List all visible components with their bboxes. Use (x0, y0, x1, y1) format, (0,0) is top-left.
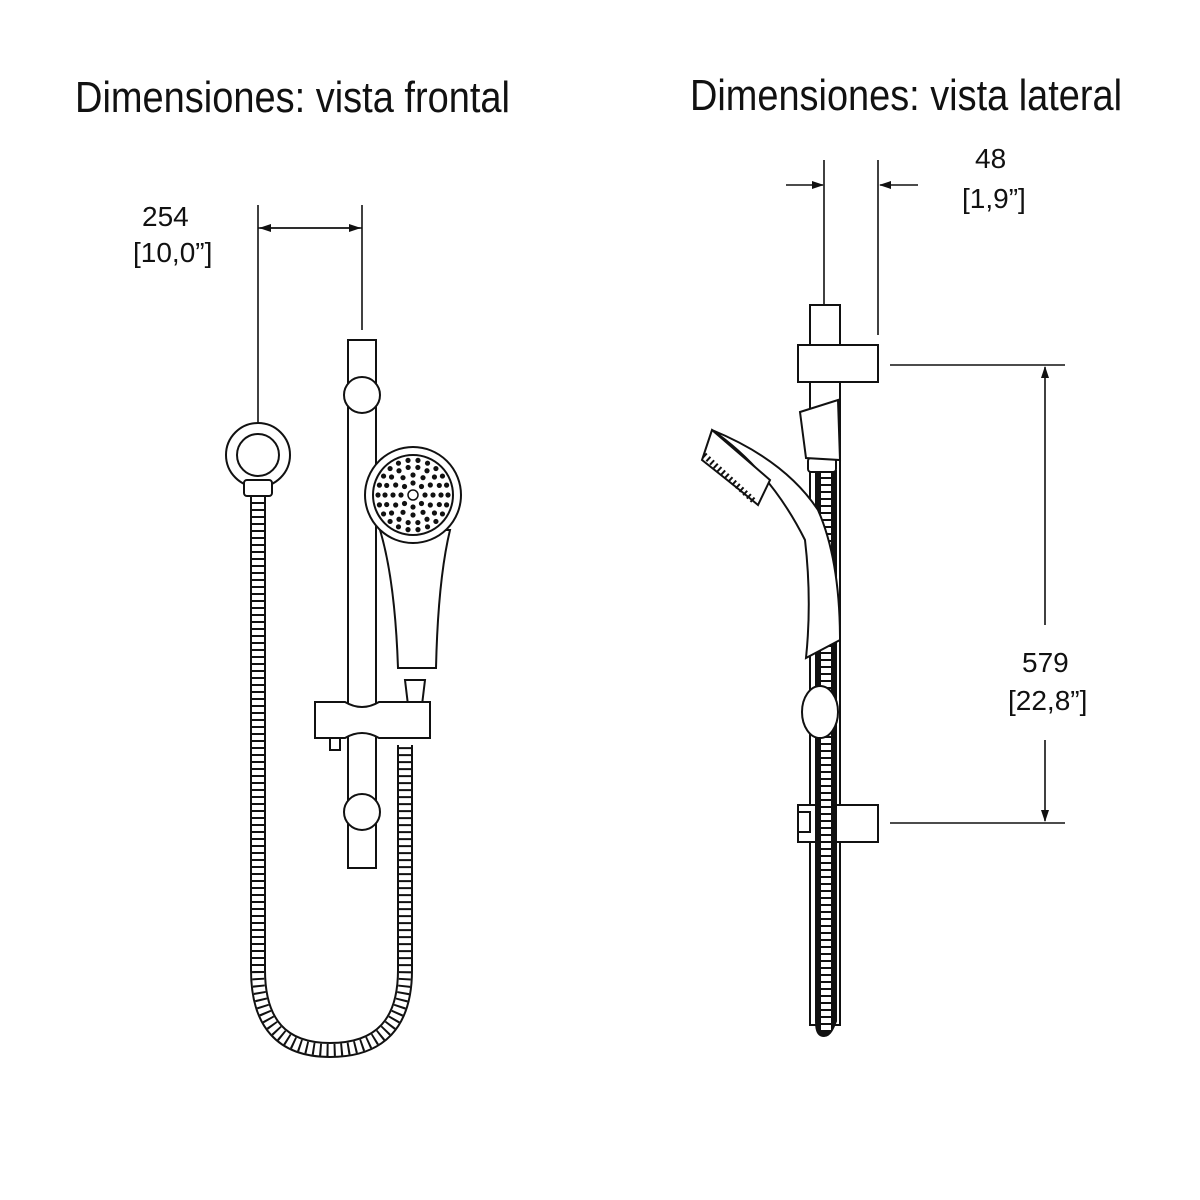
side-height-in: [22,8”] (1008, 685, 1087, 716)
nozzle-dot (376, 502, 383, 508)
nozzle-dot (420, 509, 426, 515)
nozzle-dot (438, 492, 444, 498)
nozzle-dot (433, 518, 439, 525)
nozzle-dot (424, 516, 430, 522)
front-slider-bracket (314, 701, 431, 751)
nozzle-dot (431, 510, 438, 516)
nozzle-dot (410, 512, 416, 518)
nozzle-dot (405, 464, 411, 471)
nozzle-dot (436, 482, 442, 489)
nozzle-dot (400, 509, 406, 515)
nozzle-dot (424, 524, 431, 530)
nozzle-dot (431, 474, 438, 480)
nozzle-dot (439, 511, 446, 517)
nozzle-dot (380, 511, 387, 517)
nozzle-dot (433, 465, 439, 472)
nozzle-dot (427, 502, 433, 508)
nozzle-dot (398, 492, 404, 498)
side-height-dimension: 579 [22,8”] (890, 364, 1087, 824)
nozzle-dot (387, 518, 393, 525)
nozzle-dot (443, 502, 450, 508)
nozzle-dot (439, 473, 446, 479)
nozzle-dot (410, 472, 416, 478)
nozzle-dot (420, 475, 426, 481)
nozzle-dot (410, 480, 416, 486)
nozzle-dot (410, 504, 416, 510)
side-shower-head (700, 398, 842, 739)
front-view-title: Dimensiones: vista frontal (75, 73, 510, 122)
nozzle-dot (424, 468, 430, 474)
nozzle-dot (415, 457, 421, 463)
side-view-title: Dimensiones: vista lateral (690, 71, 1122, 120)
nozzle-dot (422, 492, 428, 498)
nozzle-dot (382, 492, 388, 498)
nozzle-dot (418, 500, 425, 507)
front-dim-mm: 254 (142, 201, 189, 232)
nozzle-dot (445, 492, 451, 498)
nozzle-dot (436, 501, 442, 508)
nozzle-dot (400, 475, 406, 481)
nozzle-dot (424, 460, 431, 466)
nozzle-dot (390, 492, 396, 498)
front-shower-head (364, 446, 462, 706)
nozzle-dot (384, 501, 390, 508)
nozzle-dot (405, 457, 411, 463)
front-width-dimension: 254 [10,0”] (133, 201, 363, 428)
nozzle-dot (388, 474, 395, 480)
nozzle-dot (427, 482, 433, 488)
nozzle-dot (395, 460, 402, 466)
nozzle-dot (380, 473, 387, 479)
side-height-mm: 579 (1022, 647, 1069, 678)
nozzle-dot (401, 500, 408, 507)
front-slide-rail (343, 339, 381, 869)
nozzle-dot (418, 483, 425, 490)
nozzle-dot (395, 524, 402, 530)
side-width-mm: 48 (975, 143, 1006, 174)
nozzle-dot (384, 482, 390, 489)
front-dim-in: [10,0”] (133, 237, 212, 268)
nozzle-dot (415, 527, 421, 533)
side-width-in: [1,9”] (962, 183, 1026, 214)
nozzle-dot (443, 482, 450, 488)
nozzle-dot (405, 519, 411, 526)
nozzle-dot (376, 482, 383, 488)
nozzle-dot (396, 468, 402, 474)
nozzle-dot (415, 519, 421, 526)
nozzle-dot (393, 502, 399, 508)
nozzle-dot (396, 516, 402, 522)
front-hose (250, 495, 413, 1059)
nozzle-dot (375, 492, 381, 498)
side-width-dimension: 48 [1,9”] (786, 143, 1026, 335)
nozzle-dot (393, 482, 399, 488)
nozzle-dot (415, 464, 421, 471)
nozzle-dot (387, 465, 393, 472)
nozzle-dot (388, 510, 395, 516)
front-wall-outlet (225, 422, 291, 497)
nozzle-dot (401, 483, 408, 490)
nozzle-dot (430, 492, 436, 498)
nozzle-dot (405, 527, 411, 533)
